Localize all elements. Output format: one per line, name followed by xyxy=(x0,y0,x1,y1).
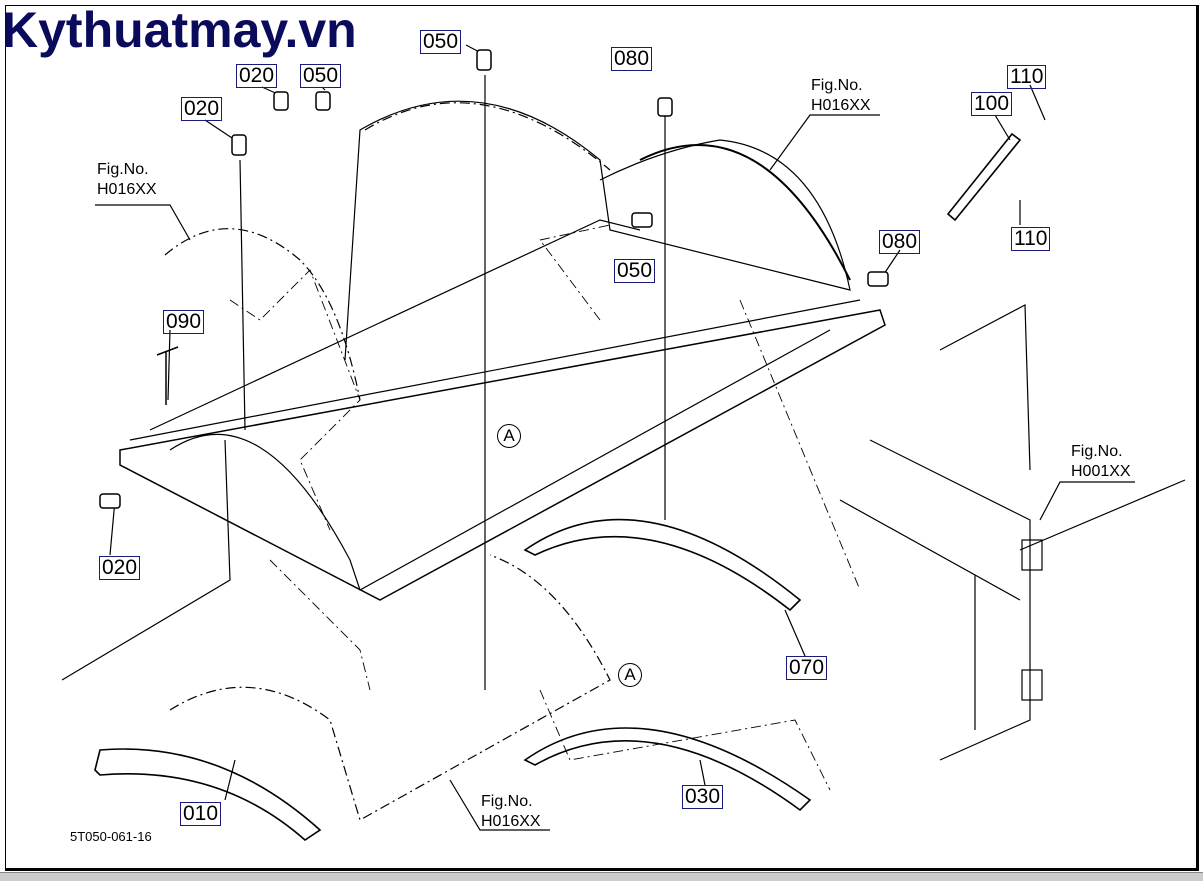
fig-ref-line2: H016XX xyxy=(97,181,157,198)
gas-strut-100 xyxy=(946,132,1022,222)
leader-zigzag xyxy=(229,224,861,791)
bolt-icons xyxy=(99,49,889,509)
cover-right-arc xyxy=(639,144,851,281)
upper-cover-arc xyxy=(364,102,611,171)
detail-mark-a: A xyxy=(497,424,521,448)
main-frame xyxy=(119,309,886,601)
part-label[interactable]: 070 xyxy=(786,656,828,680)
part-label[interactable]: 090 xyxy=(163,310,205,334)
part-label[interactable]: 010 xyxy=(180,802,222,826)
fender-030 xyxy=(523,727,812,812)
part-label[interactable]: 050 xyxy=(420,30,462,54)
part-label[interactable]: 050 xyxy=(614,259,656,283)
drawing-frame xyxy=(5,5,1199,871)
part-label[interactable]: 100 xyxy=(971,92,1013,116)
fig-ref-line1: Fig.No. xyxy=(811,77,863,94)
upper-cover-right xyxy=(344,100,851,361)
part-label[interactable]: 030 xyxy=(682,785,724,809)
rear-rail xyxy=(149,219,641,431)
watermark-logo: Kythuatmay.vn xyxy=(2,2,357,58)
fender-010 xyxy=(94,748,322,842)
part-label[interactable]: 020 xyxy=(181,97,223,121)
part-label[interactable]: 080 xyxy=(611,47,653,71)
main-frame-inner xyxy=(129,299,861,441)
mid-cover xyxy=(169,329,831,591)
fig-ref: Fig.No. H016XX xyxy=(97,160,157,200)
part-label[interactable]: 080 xyxy=(879,230,921,254)
fig-ref-line1: Fig.No. xyxy=(1071,443,1123,460)
fig-ref: Fig.No. H016XX xyxy=(811,76,871,116)
right-block-lower xyxy=(1021,669,1043,701)
left-cover-arc xyxy=(164,228,361,401)
fig-ref: Fig.No. H001XX xyxy=(1071,442,1131,482)
part-label[interactable]: 050 xyxy=(300,64,342,88)
fig-ref-line2: H016XX xyxy=(481,813,541,830)
right-frame xyxy=(839,439,1186,761)
part-label[interactable]: 020 xyxy=(99,556,141,580)
leader-lines xyxy=(61,44,1135,831)
fender-070 xyxy=(523,518,802,612)
lower-cover xyxy=(169,554,611,821)
fig-ref-line1: Fig.No. xyxy=(481,793,533,810)
fig-ref: Fig.No. H016XX xyxy=(481,792,541,832)
drawing-code: 5T050-061-16 xyxy=(70,829,152,844)
part-label[interactable]: 110 xyxy=(1007,65,1047,89)
detail-mark-a: A xyxy=(618,663,642,687)
part-label[interactable]: 110 xyxy=(1011,227,1051,251)
right-block-upper xyxy=(1021,539,1043,571)
bottom-bar xyxy=(0,872,1203,881)
part-label[interactable]: 020 xyxy=(236,64,278,88)
fig-ref-line2: H016XX xyxy=(811,97,871,114)
fig-ref-line2: H001XX xyxy=(1071,463,1131,480)
fig-ref-line1: Fig.No. xyxy=(97,161,149,178)
